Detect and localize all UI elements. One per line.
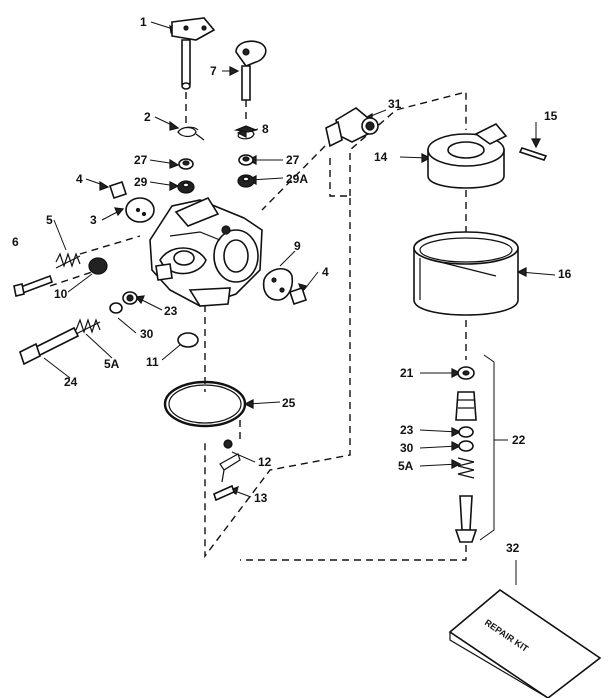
callout-6: 6	[12, 235, 19, 249]
part-29-seals[interactable]	[177, 174, 255, 194]
callout-9: 9	[294, 239, 301, 253]
part-27-washers[interactable]	[178, 154, 254, 170]
part-1-throttle-shaft[interactable]	[171, 17, 216, 90]
part-31-inlet-fitting[interactable]	[325, 107, 379, 148]
part-21-washer[interactable]	[457, 366, 475, 380]
callout-24: 24	[64, 375, 78, 389]
callout-29A: 29A	[286, 172, 308, 186]
part-32-repair-kit[interactable]: REPAIR KIT	[448, 588, 602, 698]
part-7-choke-shaft[interactable]	[235, 40, 267, 101]
callout-10: 10	[54, 287, 68, 301]
part-3-throttle-plate[interactable]	[125, 197, 155, 223]
callout-14: 14	[374, 150, 388, 164]
callout-31: 31	[388, 97, 402, 111]
part-4-screws[interactable]	[108, 180, 308, 306]
callout-29: 29	[134, 175, 148, 189]
callout-30a: 30	[140, 327, 154, 341]
part-23-o-ring-right[interactable]	[458, 426, 474, 438]
part-5A-spring-right[interactable]	[457, 457, 475, 479]
part-25-bowl-gasket[interactable]	[163, 380, 247, 428]
part-6-idle-screw[interactable]	[13, 274, 54, 297]
callout-12: 12	[258, 455, 272, 469]
callout-8: 8	[262, 122, 269, 136]
callout-3: 3	[90, 213, 97, 227]
callout-11: 11	[146, 355, 159, 369]
part-30-washer-right[interactable]	[458, 440, 474, 452]
callout-32: 32	[506, 541, 520, 555]
part-15-float-pin[interactable]	[518, 147, 548, 161]
callout-4a: 4	[76, 172, 83, 186]
callout-25: 25	[282, 396, 296, 410]
callout-23a: 23	[164, 304, 178, 318]
callout-21: 21	[400, 366, 414, 380]
callout-labels: 1 2 3 4 4 5 5A 5A 6 7 8 9 10 11 12 13 14…	[12, 15, 572, 555]
callout-27a: 27	[134, 153, 148, 167]
callout-4b: 4	[322, 265, 329, 279]
part-9-choke-plate[interactable]	[262, 268, 294, 301]
callout-5: 5	[46, 213, 53, 227]
part-5A-spring-left[interactable]	[75, 318, 101, 335]
callout-15: 15	[544, 109, 558, 123]
part-16-float-bowl[interactable]	[413, 231, 519, 316]
part-5-spring[interactable]	[55, 252, 81, 269]
part-8-choke-spring[interactable]	[233, 125, 258, 140]
part-14-float[interactable]	[427, 123, 508, 189]
assembly-guide-lines	[49, 91, 467, 561]
callout-22: 22	[512, 433, 526, 447]
callout-5A-left: 5A	[104, 357, 120, 371]
part-30-washer-left[interactable]	[109, 302, 123, 314]
callout-2: 2	[144, 110, 151, 124]
callout-16: 16	[558, 267, 572, 281]
callout-5A-right: 5A	[398, 459, 414, 473]
part-24-adjusting-screw[interactable]	[19, 326, 80, 366]
callout-23b: 23	[400, 423, 414, 437]
callout-27b: 27	[286, 153, 300, 167]
part-2-throttle-spring[interactable]	[177, 126, 205, 141]
part-12-needle[interactable]	[219, 439, 241, 483]
callout-30b: 30	[400, 441, 414, 455]
callout-7: 7	[210, 64, 217, 78]
callout-13: 13	[254, 491, 268, 505]
carburetor-body[interactable]	[149, 196, 263, 307]
callout-1: 1	[140, 15, 147, 29]
part-13-pin[interactable]	[213, 484, 235, 502]
part-22-jet-assembly[interactable]	[454, 391, 478, 543]
part-10-welch-plug[interactable]	[88, 257, 108, 275]
part-11-gasket[interactable]	[177, 332, 199, 348]
part-23-o-ring-left[interactable]	[122, 291, 138, 305]
